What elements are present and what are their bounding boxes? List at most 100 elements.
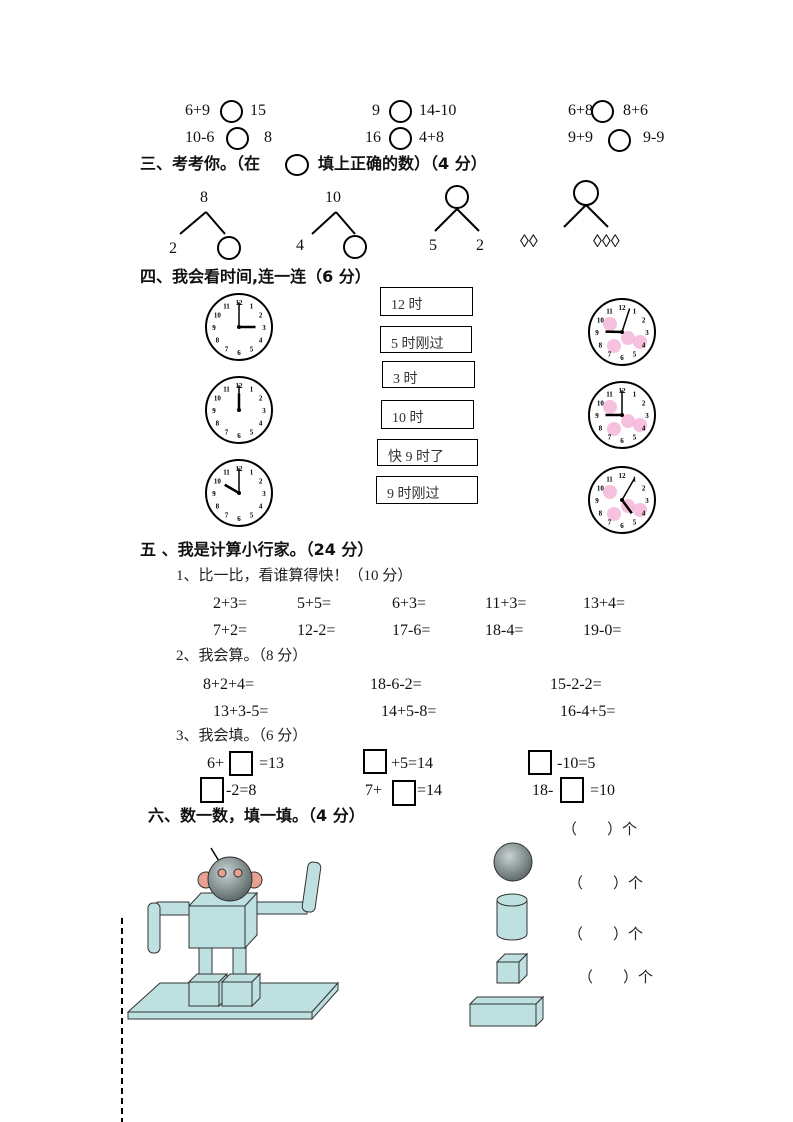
answer-box[interactable] (363, 749, 387, 774)
bond-answer-circle[interactable] (445, 185, 469, 209)
compare-right: 9-9 (643, 129, 665, 146)
diamond-group: ◊◊ (520, 231, 538, 251)
hour-hand (224, 483, 240, 495)
clock-number: 9 (595, 329, 599, 337)
bond-answer-circle[interactable] (217, 236, 241, 260)
bond-answer-circle[interactable] (573, 180, 599, 206)
time-label-box[interactable]: 12 时 (380, 287, 473, 316)
equation-part: -2=8 (226, 782, 257, 799)
clock-number: 8 (599, 342, 603, 350)
compare-right: 8+6 (623, 102, 649, 119)
clock-number: 3 (645, 329, 649, 337)
compare-right: 4+8 (419, 129, 445, 146)
clock-number: 9 (595, 412, 599, 420)
clock-number: 8 (216, 420, 220, 428)
part-2-title: 2、我会算。（8 分） (176, 648, 308, 664)
bond-answer-circle[interactable] (343, 235, 367, 259)
count-answer[interactable]: （ ）个 (568, 927, 644, 943)
count-answer[interactable]: （ ）个 (578, 970, 654, 986)
clock-number: 3 (645, 412, 649, 420)
clock-number: 8 (216, 503, 220, 511)
flower-decoration (633, 503, 647, 517)
equation: 13+3-5= (213, 703, 269, 720)
answer-box[interactable] (560, 777, 584, 803)
clock-number: 7 (225, 429, 229, 437)
count-answer[interactable]: （ ）个 (562, 822, 638, 838)
answer-box[interactable] (528, 750, 552, 775)
clock-number: 4 (642, 510, 646, 518)
equation: 13+4= (583, 595, 626, 612)
clock-number: 8 (599, 510, 603, 518)
equation-part: -10=5 (557, 755, 596, 772)
answer-box[interactable] (200, 777, 224, 803)
count-answer[interactable]: （ ）个 (568, 876, 644, 892)
clock-number: 1 (250, 468, 254, 476)
compare-right: 8 (264, 129, 272, 146)
equation: 17-6= (392, 622, 431, 639)
clock-number: 2 (642, 400, 646, 408)
answer-circle[interactable] (608, 129, 631, 152)
clock-number: 2 (259, 395, 263, 403)
flower-decoration (607, 507, 621, 521)
robot-body (188, 905, 246, 949)
bond-left: 5 (429, 237, 437, 254)
bond-left: 2 (169, 240, 177, 257)
clock-number: 7 (225, 346, 229, 354)
time-label-box[interactable]: 10 时 (381, 400, 474, 429)
time-label-box[interactable]: 5 时刚过 (380, 326, 472, 353)
answer-circle[interactable] (591, 100, 614, 123)
flower-decoration (607, 422, 621, 436)
clock-number: 10 (597, 400, 605, 408)
clock-number: 6 (237, 515, 241, 523)
answer-circle[interactable] (226, 127, 249, 150)
equation: 8+2+4= (203, 676, 255, 693)
answer-box[interactable] (229, 751, 253, 776)
clock-number: 6 (620, 522, 624, 530)
circle-icon (285, 154, 309, 176)
clock-number: 3 (645, 497, 649, 505)
bond-top: 8 (200, 189, 208, 206)
equation: 14+5-8= (381, 703, 437, 720)
robot-foot (221, 981, 253, 1007)
equation: 15-2-2= (550, 676, 602, 693)
answer-circle[interactable] (220, 100, 243, 123)
clock-number: 10 (597, 317, 605, 325)
answer-circle[interactable] (389, 100, 412, 123)
clock-number: 1 (633, 390, 637, 398)
flower-decoration (603, 485, 617, 499)
compare-right: 15 (250, 102, 266, 119)
clock-number: 1 (633, 307, 637, 315)
time-label-box[interactable]: 9 时刚过 (376, 476, 478, 504)
answer-circle[interactable] (389, 127, 412, 150)
section-5-heading: 五 、我是计算小行家。（24 分） (140, 540, 374, 559)
flower-decoration (603, 400, 617, 414)
cuboid-shape (469, 1003, 537, 1027)
compare-left: 9+9 (568, 129, 594, 146)
clock-number: 7 (608, 434, 612, 442)
clock-number: 10 (214, 478, 222, 486)
equation-part: 6+ (207, 755, 225, 772)
equation: 5+5= (297, 595, 332, 612)
time-label-box[interactable]: 3 时 (382, 361, 475, 388)
compare-right: 14-10 (419, 102, 457, 119)
equation-part: 18- (532, 782, 554, 799)
answer-box[interactable] (392, 780, 416, 806)
clock-number: 5 (633, 519, 637, 527)
time-label-box[interactable]: 快 9 时了 (377, 439, 478, 466)
flower-decoration (603, 317, 617, 331)
clock-number: 10 (214, 312, 222, 320)
clock-number: 9 (212, 324, 216, 332)
clock-number: 2 (642, 317, 646, 325)
clock-number: 5 (633, 351, 637, 359)
clock-number: 9 (595, 497, 599, 505)
robot-foot (188, 981, 220, 1007)
clock-number: 11 (223, 302, 230, 310)
